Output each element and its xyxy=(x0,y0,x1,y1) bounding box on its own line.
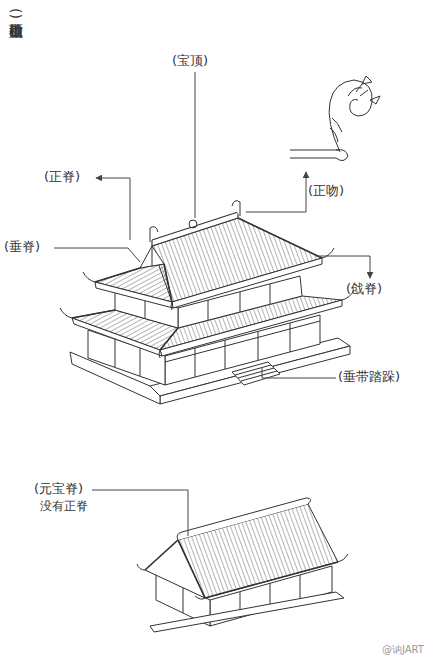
part-label: (垂带踏跺) xyxy=(338,370,400,384)
title-text: (重檐歇山顶) xyxy=(8,8,23,19)
small-hall xyxy=(137,498,348,632)
part-label: (正吻) xyxy=(308,184,344,198)
ridge-ornament xyxy=(290,76,380,161)
part-label: (元宝脊) xyxy=(34,482,83,496)
part-label: (宝顶) xyxy=(172,54,208,68)
note-text: 没有正脊 xyxy=(40,500,88,513)
part-label: (戗脊) xyxy=(346,282,382,296)
part-label: (垂脊) xyxy=(4,240,40,254)
part-label: (正脊) xyxy=(44,170,80,184)
leader-lines xyxy=(54,72,370,536)
main-hall xyxy=(60,201,354,404)
watermark: @讷JART xyxy=(382,644,424,655)
